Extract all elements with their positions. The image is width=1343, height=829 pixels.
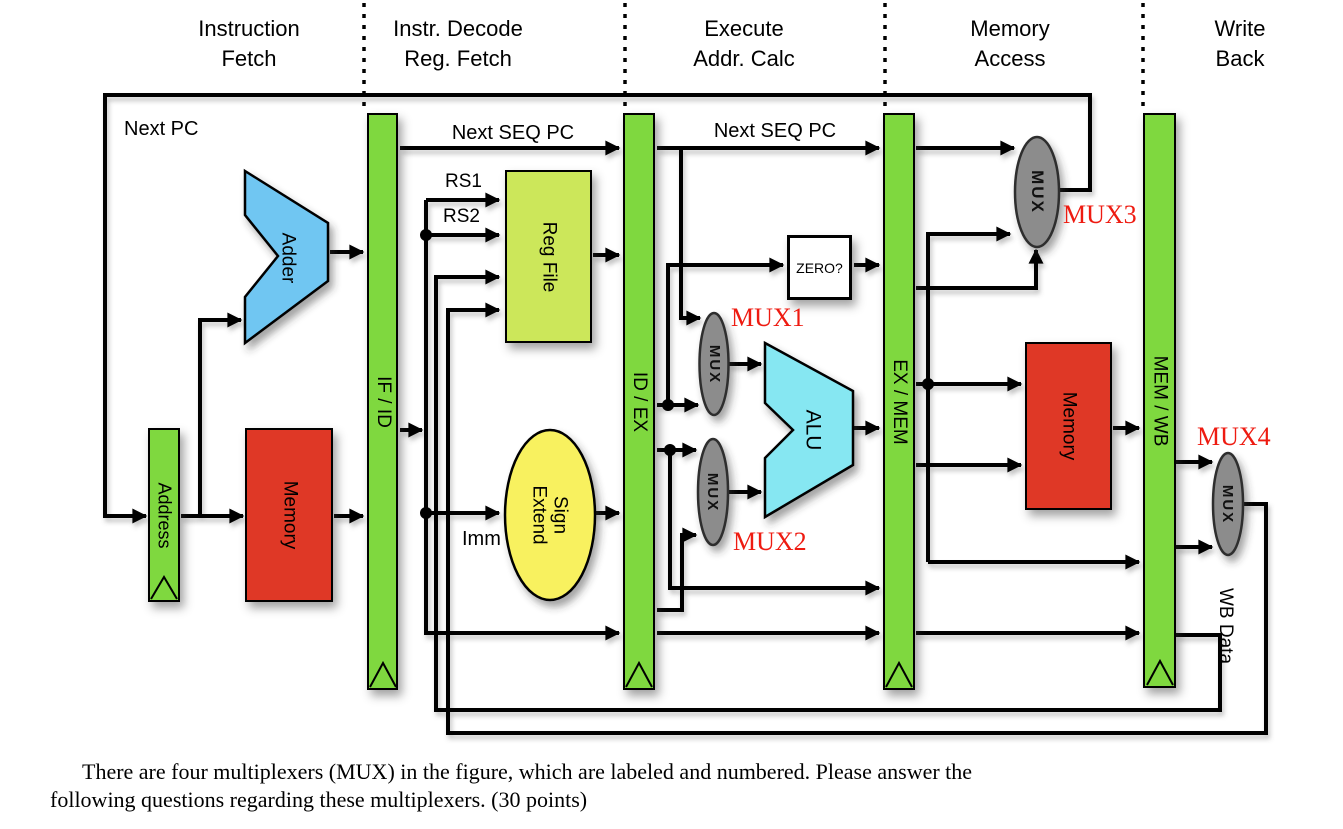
id-ex-label: ID / EX (629, 371, 650, 432)
mux1-text: MUX (706, 344, 723, 384)
next-pc-label: Next PC (124, 118, 199, 140)
stage-mem-line2: Access (974, 46, 1046, 71)
mux2-text: MUX (704, 472, 722, 512)
data-memory: Memory (1025, 342, 1112, 510)
stage-if-line1: Instruction (198, 16, 300, 41)
mux1-text-wrap: MUX (700, 314, 729, 414)
mux4-number-label: MUX4 (1197, 422, 1271, 451)
mux2-shape (696, 437, 730, 547)
mux3-shape (1013, 135, 1061, 249)
mux1-number-label: MUX1 (731, 303, 805, 332)
stage-if-line2: Fetch (221, 46, 277, 71)
alu-shape (763, 340, 855, 520)
instruction-memory-label: Memory (279, 480, 300, 550)
mux1-shape (698, 311, 730, 417)
adder-shape (243, 168, 330, 346)
next-seq-pc-if-label: Next SEQ PC (451, 122, 575, 144)
sign-extend-shape (503, 428, 597, 602)
stage-header-instruction-fetch: Instruction Fetch (198, 14, 300, 74)
if-id-label: IF / ID (372, 375, 394, 428)
stage-wb-line1: Write (1214, 16, 1266, 41)
mux4-text-wrap: MUX (1213, 454, 1243, 554)
sign-extend-line1: Sign (550, 495, 571, 535)
mux3-number-label: MUX3 (1063, 200, 1137, 229)
adder-label-wrap: Adder (250, 180, 325, 335)
sign-extend-line2: Extend (529, 485, 550, 545)
stage-header-write-back: Write Back (1215, 14, 1266, 74)
ex-mem-label: EX / MEM (889, 358, 911, 445)
clock-triangle-icon (885, 660, 913, 688)
ex-mem-register: EX / MEM (883, 113, 915, 690)
stage-ex-line1: Execute (704, 16, 784, 41)
stage-header-instr-decode: Instr. Decode Reg. Fetch (393, 14, 523, 74)
alu-label-wrap: ALU (775, 355, 850, 505)
stage-id-line1: Instr. Decode (393, 16, 523, 41)
stage-separators (362, 3, 1145, 110)
clock-triangle-icon (625, 660, 653, 688)
reg-file: Reg File (505, 170, 592, 343)
next-seq-pc-ex-label: Next SEQ PC (713, 120, 837, 142)
address-label: Address (154, 481, 175, 549)
wb-data-label: WB Data (1215, 588, 1236, 665)
mux2-number-label: MUX2 (733, 527, 807, 556)
caption-line1: There are four multiplexers (MUX) in the… (82, 759, 973, 784)
reg-file-label: Reg File (538, 221, 560, 292)
stage-id-line2: Reg. Fetch (404, 46, 512, 71)
mux2-text-wrap: MUX (698, 440, 728, 544)
wires (103, 93, 1268, 735)
instruction-memory: Memory (245, 428, 333, 602)
data-memory-label: Memory (1058, 391, 1080, 461)
adder-label: Adder (277, 232, 299, 283)
rs2-label: RS2 (443, 206, 480, 227)
mux4-text: MUX (1219, 484, 1237, 524)
stage-wb-line2: Back (1215, 46, 1265, 71)
if-id-register: IF / ID (367, 113, 398, 690)
sign-extend-label-wrap: Sign Extend (505, 430, 595, 600)
stage-header-execute: Execute Addr. Calc (693, 14, 795, 74)
mux3-text: MUX (1028, 170, 1047, 214)
clock-triangle-icon (368, 660, 397, 688)
stage-header-memory-access: Memory Access (970, 14, 1049, 74)
zero-label: ZERO? (796, 259, 843, 276)
caption-line2: following questions regarding these mult… (50, 786, 588, 812)
id-ex-register: ID / EX (623, 113, 655, 690)
stage-mem-line1: Memory (970, 16, 1050, 41)
pc-address-register: Address (148, 428, 180, 602)
question-caption: There are four multiplexers (MUX) in the… (50, 758, 1300, 813)
mux3-text-wrap: MUX (1015, 138, 1059, 246)
rs1-label: RS1 (445, 171, 482, 192)
stage-ex-line2: Addr. Calc (693, 46, 795, 71)
zero-detect-box: ZERO? (787, 235, 852, 300)
clock-triangle-icon (150, 575, 178, 600)
clock-triangle-icon (1145, 658, 1174, 686)
mem-wb-label: MEM / WB (1149, 355, 1171, 446)
mem-wb-register: MEM / WB (1143, 113, 1176, 688)
imm-label: Imm (462, 528, 501, 550)
alu-label: ALU (801, 409, 825, 451)
wire-junctions (420, 229, 934, 519)
sign-extend-label: Sign Extend (529, 485, 571, 544)
mux4-shape (1211, 451, 1245, 557)
